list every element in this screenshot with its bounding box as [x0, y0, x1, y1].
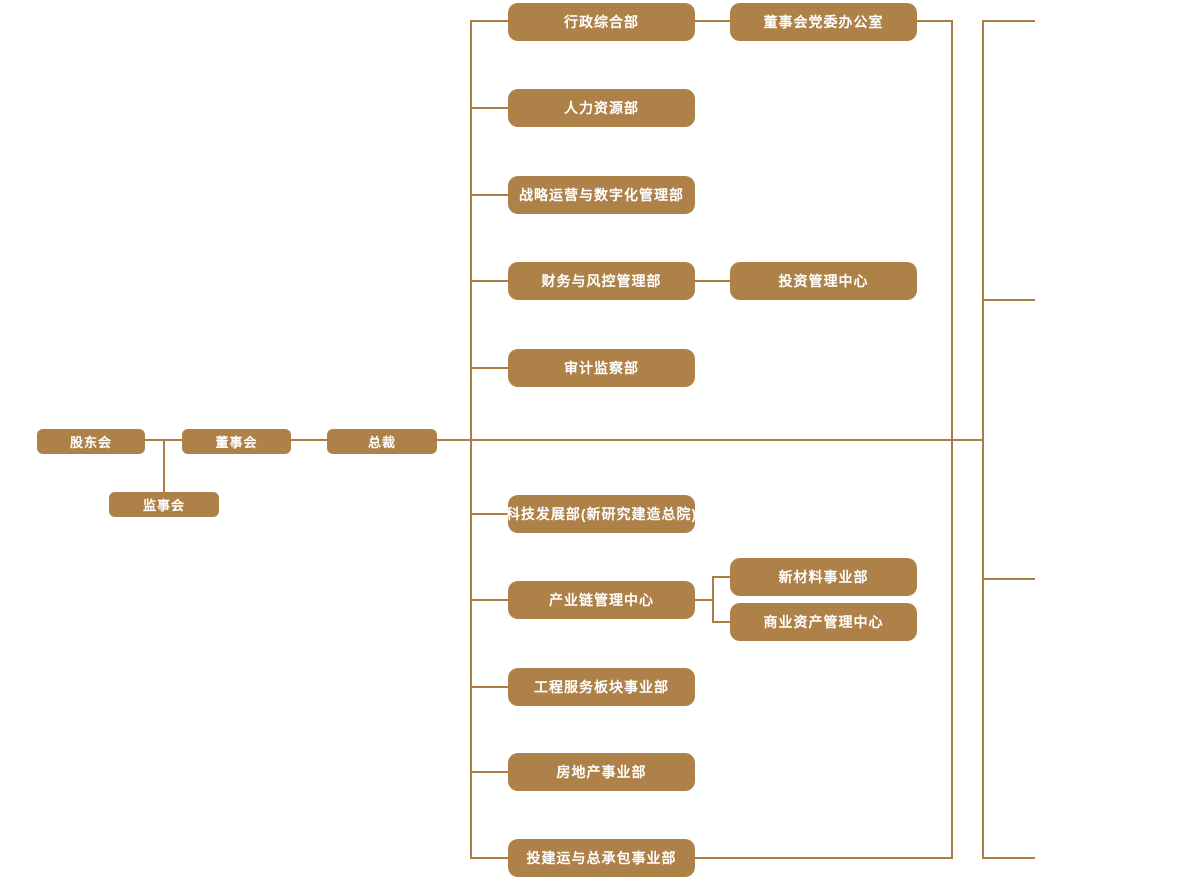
connector-stub-tech — [470, 513, 508, 515]
connector-president-main — [437, 439, 983, 441]
node-commercial-assets: 商业资产管理中心 — [730, 603, 917, 641]
node-president: 总裁 — [327, 429, 437, 454]
connector-investment-epc-right — [695, 857, 952, 859]
connector-stub-strategy — [470, 194, 508, 196]
connector-stub-finance — [470, 280, 508, 282]
connector-right-stub-2 — [982, 299, 1035, 301]
node-hr: 人力资源部 — [508, 89, 695, 127]
connector-industry-chain-commercial-assets — [712, 621, 730, 623]
connector-shareholders-supervisory — [163, 439, 165, 492]
connector-industry-chain-new-materials — [712, 576, 730, 578]
connector-stub-audit — [470, 367, 508, 369]
connector-finance-investment-center — [695, 280, 730, 282]
node-finance: 财务与风控管理部 — [508, 262, 695, 300]
connector-right-vertical-outer — [982, 20, 984, 859]
node-admin: 行政综合部 — [508, 3, 695, 41]
node-investment-epc: 投建运与总承包事业部 — [508, 839, 695, 877]
connector-stub-engineering — [470, 686, 508, 688]
node-strategy: 战略运营与数字化管理部 — [508, 176, 695, 214]
node-party-office: 董事会党委办公室 — [730, 3, 917, 41]
node-supervisory: 监事会 — [109, 492, 219, 517]
connector-right-stub-4 — [982, 857, 1035, 859]
connector-trunk-vertical — [470, 20, 472, 859]
node-shareholders: 股东会 — [37, 429, 145, 454]
node-tech: 科技发展部(新研究建造总院) — [506, 495, 696, 533]
connector-party-office-right — [917, 20, 952, 22]
node-audit: 审计监察部 — [508, 349, 695, 387]
node-board: 董事会 — [182, 429, 291, 454]
connector-stub-admin — [470, 20, 508, 22]
node-real-estate: 房地产事业部 — [508, 753, 695, 791]
connector-stub-hr — [470, 107, 508, 109]
node-industry-chain: 产业链管理中心 — [508, 581, 695, 619]
connector-board-president — [291, 439, 327, 441]
connector-industry-chain-branch — [712, 576, 714, 623]
connector-stub-investment-epc — [470, 857, 508, 859]
node-engineering: 工程服务板块事业部 — [508, 668, 695, 706]
node-new-materials: 新材料事业部 — [730, 558, 917, 596]
connector-stub-real-estate — [470, 771, 508, 773]
connector-right-vertical-inner — [951, 20, 953, 859]
connector-right-stub-3 — [982, 578, 1035, 580]
node-investment-center: 投资管理中心 — [730, 262, 917, 300]
connector-admin-party-office — [695, 20, 730, 22]
connector-industry-chain-stem — [695, 599, 713, 601]
connector-stub-industry-chain — [470, 599, 508, 601]
connector-right-stub-1 — [982, 20, 1035, 22]
